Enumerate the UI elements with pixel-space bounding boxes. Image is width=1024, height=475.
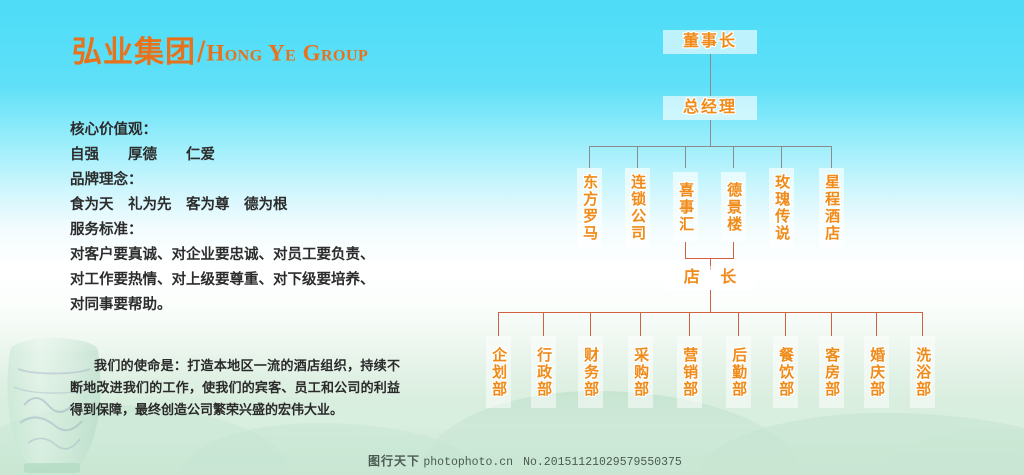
org-node-division-meiguichuanshuo[interactable]: 玫瑰传说 [769, 168, 794, 248]
copy-line-brand-concept-heading: 品牌理念： [70, 172, 143, 188]
brand-title-separator: / [197, 36, 206, 69]
org-node-department-qihua[interactable]: 企划部 [486, 336, 511, 408]
org-link-chairman-to-gm [710, 54, 711, 96]
org-link-drop-department-8 [831, 312, 832, 336]
org-node-division-dejinglou[interactable]: 德景楼 [721, 172, 746, 242]
org-link-drop-department-6 [738, 312, 739, 336]
org-link-drop-department-9 [876, 312, 877, 336]
watermark-site-cn: 图行天下 [368, 454, 421, 468]
org-link-drop-division-6 [831, 146, 832, 168]
org-node-department-yingxiao[interactable]: 营销部 [677, 336, 702, 408]
watermark-image-number: No.20151121029579550375 [523, 456, 682, 469]
org-link-drop-division-2 [637, 146, 638, 168]
brand-title-en: Hong Ye Group [206, 40, 369, 66]
org-node-division-dongfangluoma[interactable]: 东方罗马 [577, 168, 602, 248]
org-link-drop-department-2 [543, 312, 544, 336]
org-link-drop-department-4 [640, 312, 641, 336]
copy-line-service-standard-1: 对客户要真诚、对企业要忠诚、对员工要负责、 [70, 247, 375, 263]
org-link-drop-department-3 [590, 312, 591, 336]
org-link-bracket-to-store-manager [710, 258, 711, 270]
org-link-drop-division-5 [781, 146, 782, 168]
org-node-department-hunqing[interactable]: 婚庆部 [864, 336, 889, 408]
org-node-department-kefang[interactable]: 客房部 [819, 336, 844, 408]
mountain-shape [880, 429, 1024, 475]
org-link-drop-department-10 [922, 312, 923, 336]
org-link-divisions-bus [589, 146, 831, 147]
copy-line-core-values: 自强 厚德 仁爱 [70, 147, 215, 163]
org-node-department-caiwu[interactable]: 财务部 [578, 336, 603, 408]
org-node-division-liansuogongsi[interactable]: 连锁公司 [625, 168, 650, 248]
brand-title-cn: 弘业集团 [72, 36, 196, 69]
org-link-drop-division-3 [685, 146, 686, 168]
org-node-department-xiyu[interactable]: 洗浴部 [910, 336, 935, 408]
mission-statement: 我们的使命是：打造本地区一流的酒店组织，持续不断地改进我们的工作，使我们的宾客、… [70, 358, 400, 417]
org-node-store-manager[interactable]: 店 长 [666, 266, 754, 290]
org-link-gm-stem [710, 120, 711, 146]
brand-title: 弘业集团/Hong Ye Group [72, 38, 368, 68]
org-chart: 董事长 总经理 东方罗马 连锁公司 喜事汇 德景楼 玫瑰传说 星程酒店 店 长 [470, 20, 1010, 410]
copy-line-service-standard-heading: 服务标准： [70, 222, 143, 238]
org-node-department-canyin[interactable]: 餐饮部 [773, 336, 798, 408]
org-node-division-xishihui[interactable]: 喜事汇 [673, 172, 698, 242]
org-node-department-xingzheng[interactable]: 行政部 [531, 336, 556, 408]
org-link-drop-department-1 [498, 312, 499, 336]
org-node-general-manager[interactable]: 总经理 [663, 96, 757, 120]
org-link-dejinglou-down [733, 242, 734, 258]
watermark-site-domain: photophoto.cn [423, 456, 514, 469]
org-link-drop-division-4 [733, 146, 734, 168]
mountain-shape [700, 413, 1024, 475]
org-link-drop-department-5 [689, 312, 690, 336]
copy-line-brand-concept: 食为天 礼为先 客为尊 德为根 [70, 197, 288, 213]
org-link-store-manager-stem [710, 290, 711, 312]
core-values-block: 核心价值观： 自强 厚德 仁爱 品牌理念： 食为天 礼为先 客为尊 德为根 服务… [70, 118, 430, 318]
org-link-departments-bus [498, 312, 922, 313]
org-node-department-caigou[interactable]: 采购部 [628, 336, 653, 408]
org-node-department-houqin[interactable]: 后勤部 [726, 336, 751, 408]
org-link-division-bracket [685, 258, 734, 259]
org-link-drop-department-7 [785, 312, 786, 336]
copy-line-service-standard-2: 对工作要热情、对上级要尊重、对下级要培养、 [70, 272, 375, 288]
copy-line-service-standard-3: 对同事要帮助。 [70, 297, 172, 313]
copy-line-core-values-heading: 核心价值观： [70, 122, 157, 138]
org-node-chairman[interactable]: 董事长 [663, 30, 757, 54]
watermark: 图行天下 photophoto.cn No.201511210295795503… [368, 452, 682, 469]
org-node-division-xingchengjiudian[interactable]: 星程酒店 [819, 168, 844, 248]
org-link-drop-division-1 [589, 146, 590, 168]
org-link-xishihui-down [685, 242, 686, 258]
